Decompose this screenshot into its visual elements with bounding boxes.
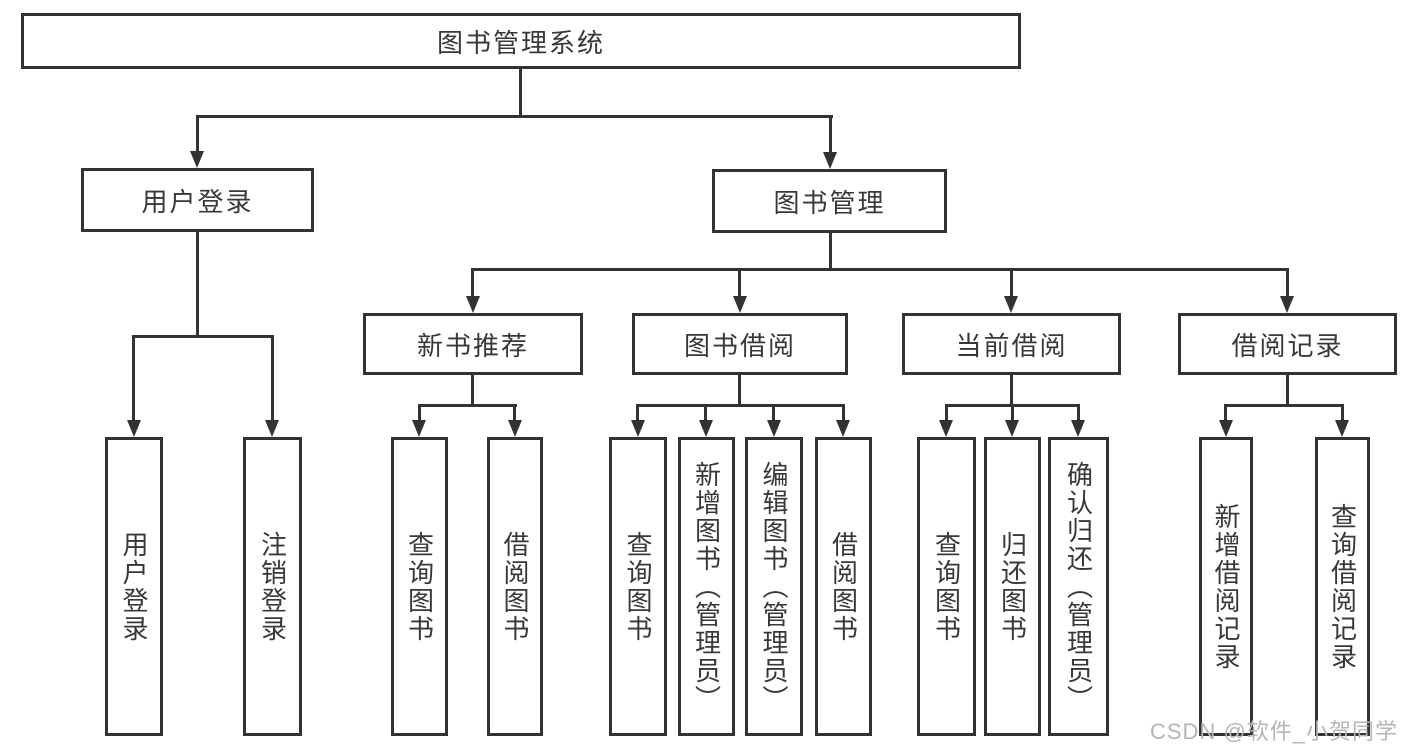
connector-line — [513, 404, 516, 421]
node-root-library-management-system: 图书管理系统 — [21, 13, 1021, 69]
connector-line — [271, 335, 274, 421]
connector-line — [1010, 375, 1013, 407]
connector-line — [519, 69, 522, 117]
connector-arrow — [1280, 296, 1294, 313]
node-query-books-recommendation: 查询图书 — [391, 437, 448, 736]
connector-line — [704, 404, 707, 421]
node-return-books: 归还图书 — [984, 437, 1041, 736]
connector-line — [829, 115, 832, 153]
connector-line — [1011, 404, 1014, 421]
connector-arrow — [127, 420, 141, 437]
node-user-login-branch: 用户登录 — [81, 168, 314, 232]
connector-arrow — [733, 296, 747, 313]
connector-line — [471, 375, 474, 407]
node-add-books-admin: 新增图书（管理员） — [678, 437, 735, 736]
connector-arrow — [939, 420, 953, 437]
connector-arrow — [836, 420, 850, 437]
connector-arrow — [1219, 420, 1233, 437]
connector-arrow — [1071, 420, 1085, 437]
node-book-management-branch: 图书管理 — [712, 169, 947, 233]
connector-arrow — [508, 420, 522, 437]
node-query-books-current: 查询图书 — [917, 437, 976, 736]
node-book-borrowing: 图书借阅 — [632, 313, 848, 375]
connector-line — [132, 335, 274, 338]
connector-arrow — [466, 296, 480, 313]
connector-line — [1077, 404, 1080, 421]
connector-arrow — [767, 420, 781, 437]
connector-line — [471, 268, 1289, 271]
connector-arrow — [190, 151, 204, 168]
connector-arrow — [1005, 420, 1019, 437]
connector-arrow — [823, 152, 837, 169]
connector-line — [1224, 404, 1344, 407]
connector-line — [829, 233, 832, 271]
node-query-borrow-record: 查询借阅记录 — [1315, 437, 1370, 736]
node-query-books-borrowing: 查询图书 — [609, 437, 667, 736]
node-new-book-recommendation: 新书推荐 — [363, 313, 583, 375]
node-confirm-return-admin: 确认归还（管理员） — [1048, 437, 1109, 736]
connector-line — [738, 268, 741, 298]
connector-arrow — [699, 420, 713, 437]
node-borrow-books-recommendation: 借阅图书 — [487, 437, 543, 736]
connector-arrow — [631, 420, 645, 437]
connector-line — [1286, 268, 1289, 298]
connector-line — [772, 404, 775, 421]
connector-line — [1286, 375, 1289, 407]
connector-line — [636, 404, 639, 421]
connector-line — [842, 404, 845, 421]
connector-arrow — [412, 420, 426, 437]
connector-line — [418, 404, 421, 421]
node-user-login-leaf: 用户登录 — [105, 437, 163, 736]
node-borrow-books-borrowing: 借阅图书 — [815, 437, 872, 736]
csdn-watermark: CSDN @软件_小贺同学 — [1150, 719, 1399, 744]
connector-line — [1224, 404, 1227, 421]
node-logout-leaf: 注销登录 — [243, 437, 302, 736]
node-current-borrowing: 当前借阅 — [902, 313, 1121, 375]
connector-line — [471, 268, 474, 298]
connector-line — [196, 115, 833, 118]
connector-line — [196, 115, 199, 152]
connector-arrow — [265, 420, 279, 437]
connector-line — [196, 232, 199, 338]
node-add-borrow-record: 新增借阅记录 — [1199, 437, 1253, 736]
connector-line — [738, 375, 741, 407]
connector-line — [1341, 404, 1344, 421]
node-borrowing-records: 借阅记录 — [1178, 313, 1397, 375]
connector-line — [132, 335, 135, 421]
connector-line — [636, 404, 845, 407]
node-edit-books-admin: 编辑图书（管理员） — [745, 437, 803, 736]
connector-line — [945, 404, 948, 421]
connector-line — [1010, 268, 1013, 298]
connector-arrow — [1335, 420, 1349, 437]
connector-line — [418, 404, 517, 407]
connector-arrow — [1004, 296, 1018, 313]
